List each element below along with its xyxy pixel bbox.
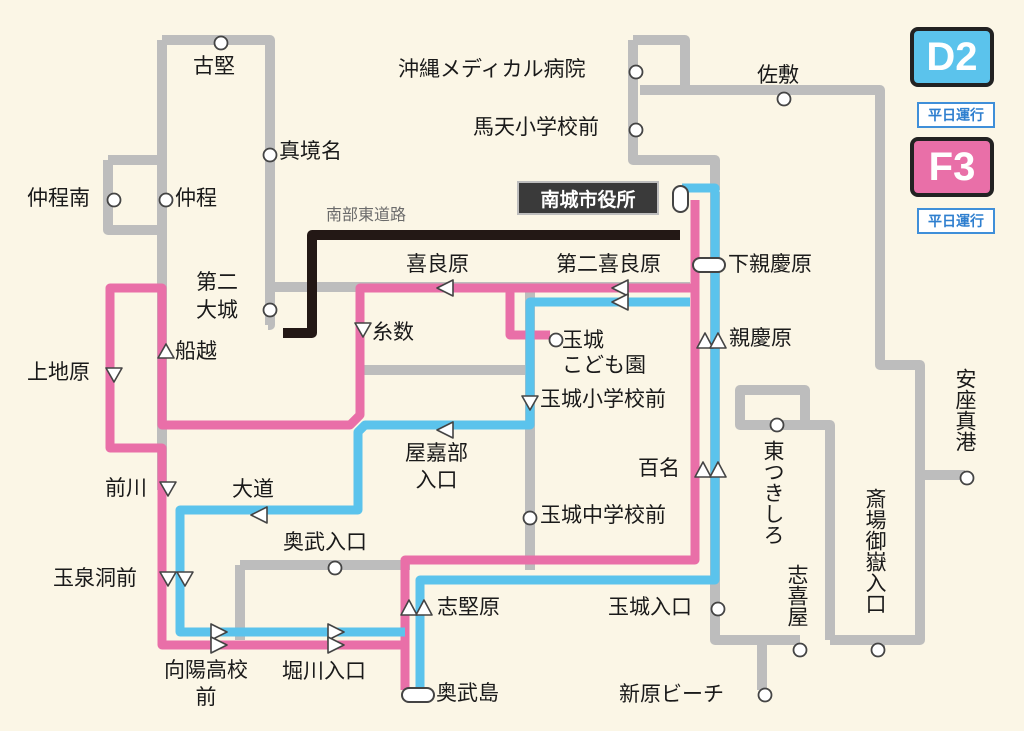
stop-okinawa-medical-label: 沖縄メディカル病院 — [398, 57, 586, 81]
stop-higashi-tsukishiro-label: 東つきしろ — [761, 440, 786, 545]
arrow-down-icon — [105, 367, 123, 383]
stop-oou-label: 大道 — [232, 477, 274, 501]
stop-nakahodominami-label: 仲程南 — [27, 186, 90, 210]
stop-higashi-tsukishiro-marker[interactable] — [769, 417, 785, 433]
stop-tamagusuku-iriguchi-label: 玉城入口 — [608, 595, 692, 619]
stop-tamagusuku-kodomoen-marker[interactable] — [548, 332, 564, 348]
arrow-up-icon — [415, 599, 433, 616]
stop-horikawairiguchi-label: 堀川入口 — [282, 659, 366, 683]
stop-shikiya-marker[interactable] — [792, 642, 808, 658]
stop-tamagusuku-iriguchi-marker[interactable] — [710, 601, 726, 617]
stop-sefautaki-label: 斎場御嶽入口 — [863, 488, 888, 614]
stop-tamagusuku-kodomoen-label: 玉城 こども園 — [562, 328, 646, 378]
stop-tamagusuku-shogakkomae-label: 玉城小学校前 — [540, 387, 666, 411]
stop-tamagusuku-chugakko-marker[interactable] — [522, 510, 538, 526]
stop-okinawa-medical-marker[interactable] — [628, 64, 644, 80]
stop-oujima-label: 奥武島 — [436, 681, 499, 705]
arrow-left-icon — [611, 279, 629, 297]
stop-arakaki-beach-marker[interactable] — [757, 687, 773, 703]
terminal-markers — [401, 185, 726, 703]
stop-arakaki-beach-label: 新原ビーチ — [619, 682, 724, 706]
arrow-down-icon — [159, 571, 177, 587]
route-d2-badge: D2 — [910, 27, 994, 87]
stop-maten-marker[interactable] — [628, 122, 644, 138]
arrow-down-icon — [521, 395, 539, 411]
stop-shinkebaru-label: 親慶原 — [729, 326, 792, 350]
arrow-down-icon — [354, 322, 372, 338]
arrow-up-icon — [400, 599, 418, 616]
arrow-left-icon — [436, 279, 454, 297]
stop-azamaminato-marker[interactable] — [959, 470, 975, 486]
arrow-left-icon — [436, 421, 454, 439]
direction-arrows — [105, 279, 727, 654]
stop-koyokokomae-label: 向陽高校 前 — [164, 658, 248, 710]
stop-nakahodominami-marker[interactable] — [106, 192, 122, 208]
route-f3-badge: F3 — [910, 137, 994, 197]
stop-maekawa-label: 前川 — [105, 476, 147, 500]
arrow-right-icon — [327, 623, 345, 641]
f3-route-line — [105, 200, 700, 690]
arrow-up-icon — [696, 332, 714, 349]
d2-route-line — [175, 183, 720, 690]
stop-shikiya-label: 志喜屋 — [785, 564, 810, 627]
stop-gyokusendomae-label: 玉泉洞前 — [53, 566, 137, 590]
stop-nakahodo-marker[interactable] — [158, 192, 174, 208]
arrow-left-icon — [250, 506, 268, 524]
arrow-down-icon — [159, 481, 177, 497]
city-hall-terminal-marker[interactable] — [672, 185, 689, 213]
arrow-right-icon — [210, 636, 228, 654]
arrow-up-icon — [709, 332, 727, 349]
stop-magusukuna-marker[interactable] — [262, 147, 278, 163]
stop-okuirikuchi-label: 奥武入口 — [283, 530, 367, 554]
oujima-terminal-marker[interactable] — [401, 687, 435, 703]
stop-uechibaru-label: 上地原 — [27, 360, 90, 384]
stop-daini-oshiro-label: 第二 大城 — [196, 270, 238, 323]
stop-nakahodo-label: 仲程 — [175, 186, 217, 210]
arrow-right-icon — [327, 636, 345, 654]
stop-shimoshinkebaru-label: 下親慶原 — [728, 252, 812, 276]
stop-daini-oshiro-marker[interactable] — [262, 302, 278, 318]
arrow-up-icon — [157, 343, 175, 359]
stop-furugen-label: 古堅 — [193, 54, 235, 78]
stop-markers — [106, 35, 975, 703]
stop-azamaminato-label: 安座真港 — [953, 368, 978, 452]
stop-tamagusuku-chugakkomae-label: 玉城中学校前 — [540, 503, 666, 527]
expressway-line — [283, 230, 680, 338]
stop-sashiki-marker[interactable] — [776, 91, 792, 107]
stop-okuirikuchi-marker[interactable] — [327, 560, 343, 576]
stop-maten-label: 馬天小学校前 — [473, 115, 599, 139]
expressway-label: 南部東道路 — [326, 205, 407, 224]
stop-furugen-marker[interactable] — [213, 35, 229, 51]
stop-dainikirabaru-label: 第二喜良原 — [556, 252, 661, 276]
arrow-up-icon — [709, 461, 727, 478]
city-hall-label[interactable]: 南城市役所 — [517, 181, 659, 215]
stop-yakabeiriguchi-label: 屋嘉部 入口 — [405, 441, 468, 493]
stop-shikenbaru-label: 志堅原 — [437, 595, 500, 619]
stop-magusukuna-label: 真境名 — [279, 139, 342, 163]
arrow-left-icon — [611, 293, 629, 311]
route-f3-weekday-tag: 平日運行 — [917, 208, 995, 234]
stop-sashiki-label: 佐敷 — [757, 63, 799, 87]
arrow-right-icon — [210, 623, 228, 641]
route-d2-weekday-tag: 平日運行 — [917, 102, 995, 128]
arrow-up-icon — [694, 461, 712, 478]
shimoshinkebaru-terminal-marker[interactable] — [692, 257, 726, 273]
stop-hyakuna-label: 百名 — [638, 456, 680, 480]
stop-kirabaru-label: 喜良原 — [406, 252, 469, 276]
arrow-down-icon — [176, 571, 194, 587]
stop-sefautaki-marker[interactable] — [870, 642, 886, 658]
stop-itokazu-label: 糸数 — [372, 320, 414, 344]
stop-funakoshi-label: 船越 — [175, 339, 217, 363]
